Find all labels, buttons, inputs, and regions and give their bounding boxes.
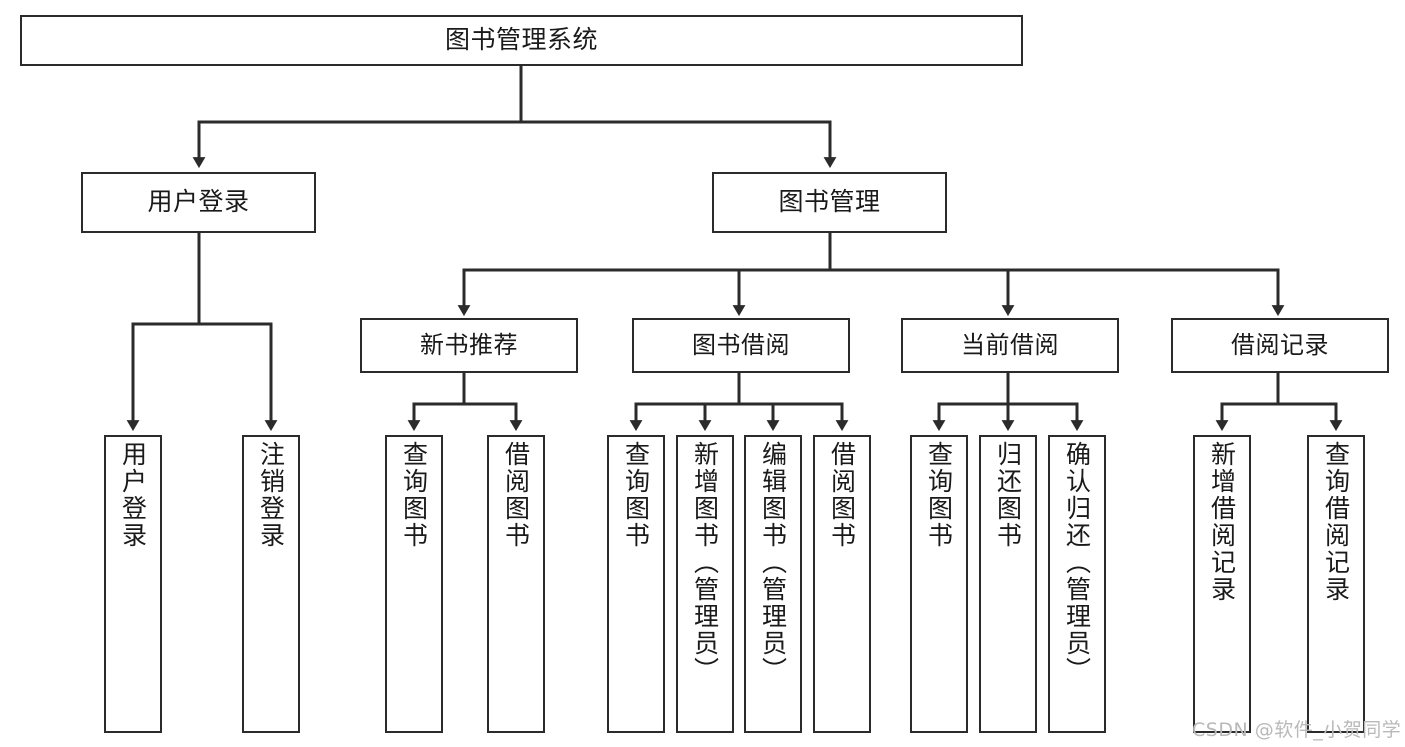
node-label-leaf-return-book: 归还图书 (993, 441, 1023, 549)
node-borrow-record[interactable]: 借阅记录 (1171, 318, 1389, 373)
node-leaf-borrow-book-1[interactable]: 借阅图书 (487, 435, 545, 733)
node-leaf-confirm-return[interactable]: 确认归还（管理员） (1048, 435, 1106, 733)
node-leaf-borrow-book-2[interactable]: 借阅图书 (813, 435, 871, 733)
node-label-leaf-add-record: 新增借阅记录 (1207, 441, 1237, 603)
node-label-borrow-record: 借阅记录 (1231, 330, 1329, 359)
node-label-leaf-add-book: 新增图书（管理员） (690, 441, 720, 684)
node-label-leaf-query-book-3: 查询图书 (924, 441, 954, 549)
node-leaf-edit-book[interactable]: 编辑图书（管理员） (744, 435, 802, 733)
node-label-leaf-query-record: 查询借阅记录 (1321, 441, 1351, 603)
node-leaf-logout[interactable]: 注销登录 (242, 435, 300, 733)
node-label-current-borrow: 当前借阅 (961, 330, 1059, 359)
node-label-book-management: 图书管理 (778, 187, 881, 217)
node-new-book-recommend[interactable]: 新书推荐 (360, 318, 578, 373)
csdn-watermark: CSDN @软件_小贺同学 (1192, 719, 1402, 741)
node-label-leaf-confirm-return: 确认归还（管理员） (1062, 441, 1092, 684)
node-leaf-query-book-3[interactable]: 查询图书 (910, 435, 968, 733)
node-label-leaf-edit-book: 编辑图书（管理员） (758, 441, 788, 684)
node-leaf-return-book[interactable]: 归还图书 (979, 435, 1037, 733)
node-leaf-user-login[interactable]: 用户登录 (104, 435, 162, 733)
node-leaf-query-record[interactable]: 查询借阅记录 (1307, 435, 1365, 733)
node-label-new-book-recommend: 新书推荐 (420, 330, 518, 359)
node-current-borrow[interactable]: 当前借阅 (901, 318, 1119, 373)
node-book-management[interactable]: 图书管理 (712, 172, 947, 233)
node-label-leaf-borrow-book-1: 借阅图书 (501, 441, 531, 549)
node-leaf-query-book-2[interactable]: 查询图书 (607, 435, 665, 733)
node-root-system[interactable]: 图书管理系统 (20, 15, 1023, 66)
node-label-leaf-query-book-1: 查询图书 (399, 441, 429, 549)
node-user-login[interactable]: 用户登录 (81, 172, 316, 233)
node-label-leaf-query-book-2: 查询图书 (621, 441, 651, 549)
node-label-user-login: 用户登录 (147, 187, 250, 217)
node-label-leaf-logout: 注销登录 (256, 441, 286, 549)
node-book-borrow[interactable]: 图书借阅 (632, 318, 850, 373)
node-label-root: 图书管理系统 (444, 25, 598, 55)
node-leaf-query-book-1[interactable]: 查询图书 (385, 435, 443, 733)
node-label-leaf-user-login: 用户登录 (118, 441, 148, 549)
node-label-book-borrow: 图书借阅 (692, 330, 790, 359)
node-leaf-add-book[interactable]: 新增图书（管理员） (676, 435, 734, 733)
node-leaf-add-record[interactable]: 新增借阅记录 (1193, 435, 1251, 733)
node-label-leaf-borrow-book-2: 借阅图书 (827, 441, 857, 549)
